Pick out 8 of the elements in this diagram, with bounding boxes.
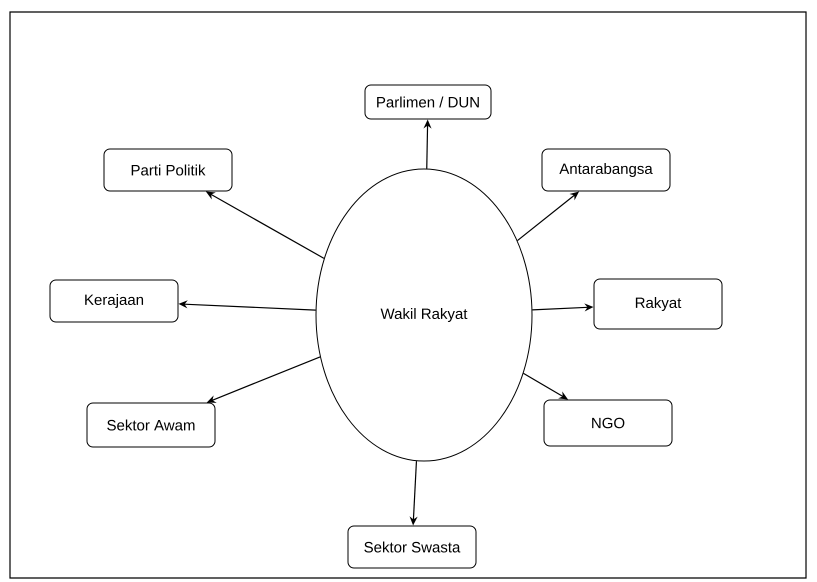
text-box: Rakyat — [594, 278, 722, 330]
text-box: Antarabangsa — [542, 148, 670, 192]
text-box: Parlimen / DUN — [364, 84, 492, 120]
text-box: Kerajaan — [50, 280, 178, 322]
text-box: Sektor Swasta — [348, 526, 476, 568]
text-box: Sektor Awam — [86, 402, 216, 448]
text-box: NGO — [544, 400, 672, 446]
text-box: Parti Politik — [104, 148, 232, 192]
